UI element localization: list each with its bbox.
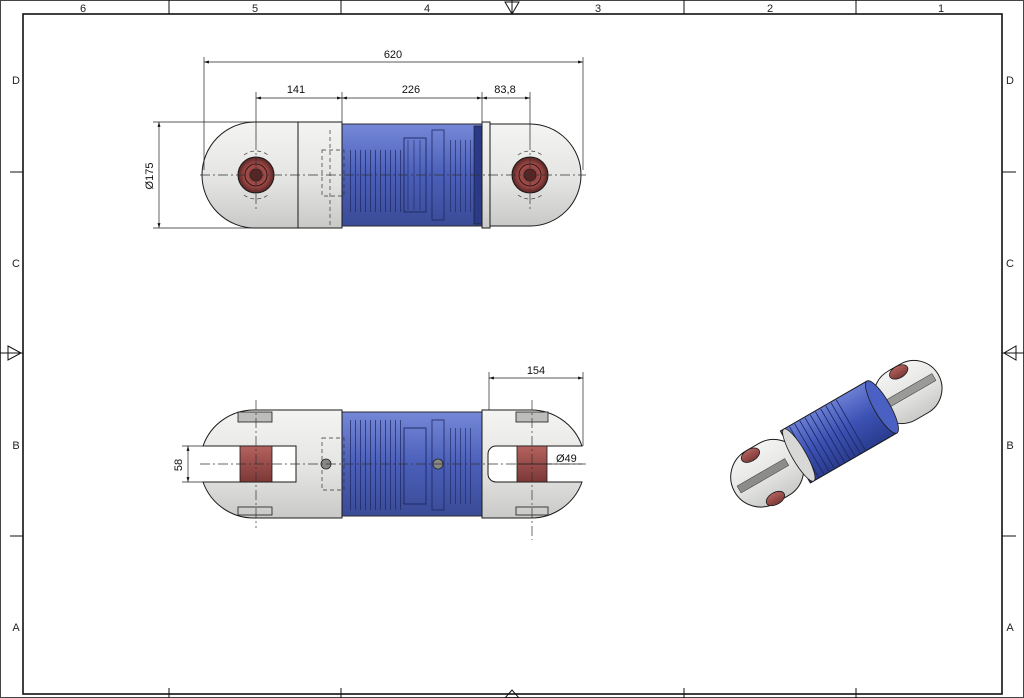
zone-top-3: 3 bbox=[595, 3, 601, 15]
zone-top-6: 6 bbox=[80, 3, 86, 15]
zone-left-d: D bbox=[12, 75, 20, 87]
zone-top-5: 5 bbox=[252, 3, 258, 15]
dim-diameter: Ø175 bbox=[144, 163, 156, 190]
zone-right-a: A bbox=[1006, 622, 1014, 634]
zone-labels: 6 5 4 3 2 1 D C B A D C B A bbox=[12, 3, 1014, 634]
zone-right-b: B bbox=[1006, 440, 1013, 452]
zone-right-c: C bbox=[1006, 258, 1014, 270]
top-view: 620 141 226 83,8 Ø175 bbox=[144, 49, 586, 229]
isometric-view bbox=[730, 360, 943, 508]
zone-top-1: 1 bbox=[938, 3, 944, 15]
right-clevis bbox=[481, 409, 583, 519]
zone-left-c: C bbox=[12, 258, 20, 270]
dim-left-segment: 141 bbox=[287, 84, 305, 96]
zone-left-b: B bbox=[12, 440, 19, 452]
front-view-dimensions: 154 58 Ø49 bbox=[173, 365, 584, 483]
zone-top-4: 4 bbox=[424, 3, 430, 15]
zone-right-d: D bbox=[1006, 75, 1014, 87]
dim-right-segment: 83,8 bbox=[494, 84, 515, 96]
dim-slot-width: 58 bbox=[173, 459, 185, 471]
dim-center-segment: 226 bbox=[402, 84, 420, 96]
dim-front-length: 154 bbox=[527, 365, 545, 377]
zone-top-2: 2 bbox=[767, 3, 773, 15]
zone-left-a: A bbox=[12, 622, 20, 634]
top-view-dimensions: 620 141 226 83,8 Ø175 bbox=[144, 49, 584, 229]
front-view: 154 58 Ø49 bbox=[173, 365, 586, 540]
dim-overall-length: 620 bbox=[384, 49, 402, 61]
dim-pin-diameter: Ø49 bbox=[556, 453, 577, 465]
